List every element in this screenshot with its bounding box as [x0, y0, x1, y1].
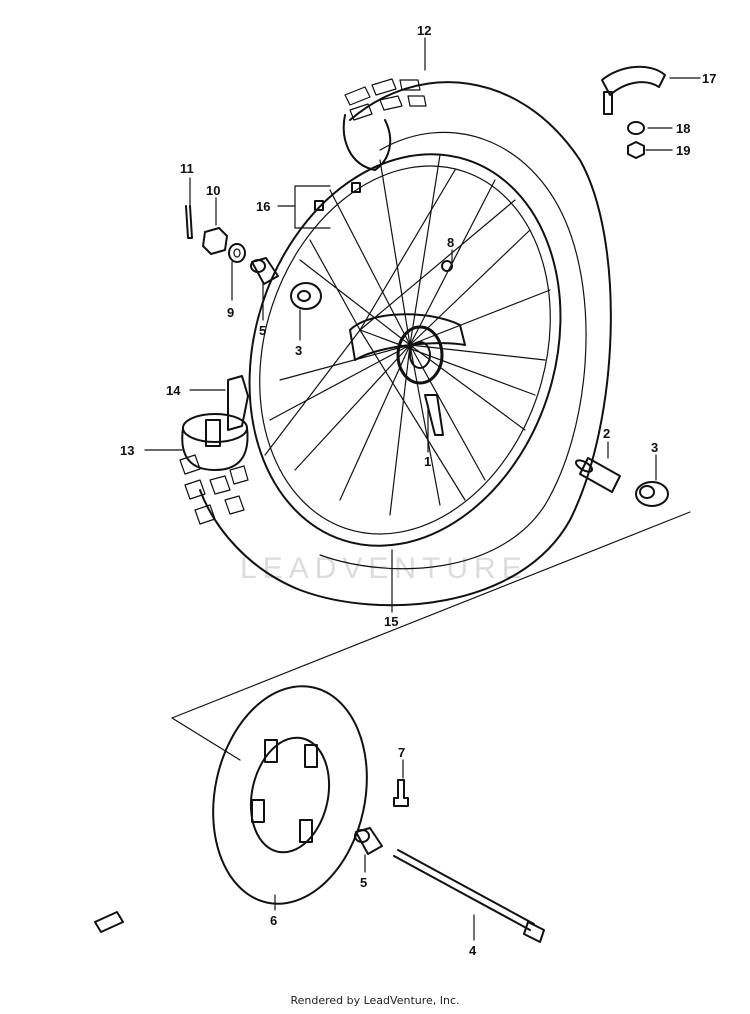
leader-lines [144, 37, 701, 941]
spoke-nipples [314, 182, 453, 272]
tube-valve [601, 65, 666, 115]
hub [349, 313, 466, 436]
spacer [574, 457, 621, 493]
collar-left [250, 257, 279, 285]
label-part-5b: 5 [360, 875, 367, 890]
label-part-4: 4 [469, 943, 477, 958]
label-part-10: 10 [206, 183, 220, 198]
small-fitting [94, 911, 124, 933]
label-part-15: 15 [384, 614, 398, 629]
label-part-14: 14 [166, 383, 181, 398]
disc-bolt [393, 779, 409, 807]
washer [228, 243, 246, 263]
label-part-8: 8 [447, 235, 454, 250]
label-part-6: 6 [270, 913, 277, 928]
label-part-11: 11 [180, 161, 194, 176]
label-part-5a: 5 [259, 323, 266, 338]
footer-credit: Rendered by LeadVenture, Inc. [290, 994, 460, 1007]
tire [179, 78, 612, 607]
label-part-17: 17 [702, 71, 716, 86]
valve-nut [627, 141, 645, 159]
spokes [264, 154, 551, 516]
castle-nut [202, 227, 228, 255]
valve-washer [627, 121, 645, 135]
label-part-16: 16 [256, 199, 270, 214]
label-part-9: 9 [227, 305, 234, 320]
bearing-right [635, 481, 669, 507]
label-part-3b: 3 [651, 440, 658, 455]
brake-disc [212, 685, 368, 905]
label-part-3a: 3 [295, 343, 302, 358]
label-part-2: 2 [603, 426, 610, 441]
rim [248, 153, 562, 547]
rim-band [227, 375, 249, 431]
front-axle [393, 849, 545, 943]
label-part-13: 13 [120, 443, 134, 458]
bearing-left [290, 282, 322, 310]
separator-line [171, 511, 691, 761]
label-part-18: 18 [676, 121, 690, 136]
tube-section [181, 413, 249, 471]
label-part-12: 12 [417, 23, 431, 38]
cotter-pin [185, 205, 193, 239]
collar-right [354, 827, 383, 855]
label-part-7: 7 [398, 745, 405, 760]
label-part-19: 19 [676, 143, 690, 158]
label-part-1: 1 [424, 454, 431, 469]
